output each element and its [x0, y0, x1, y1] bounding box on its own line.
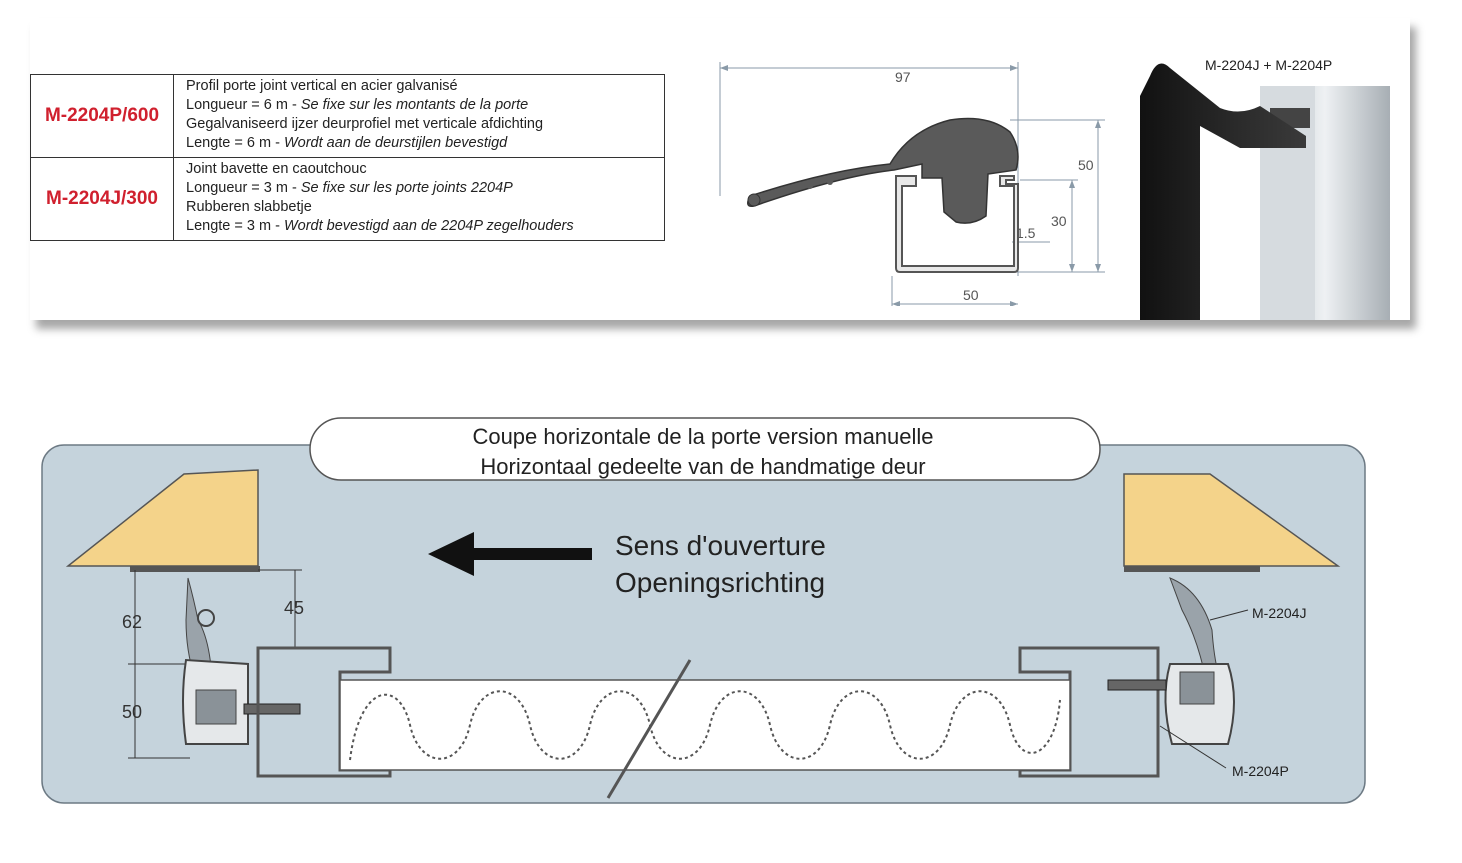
product-table: M-2204P/600 Profil porte joint vertical … — [30, 74, 665, 241]
dim-50-horizontal-label: 50 — [963, 287, 979, 303]
horizontal-section-diagram: Coupe horizontale de la porte version ma… — [41, 417, 1366, 804]
dim-97-label: 97 — [895, 69, 911, 85]
right-wall-plate — [1124, 566, 1260, 572]
nl-length: Lengte = 6 m - Wordt aan de deurstijlen … — [186, 134, 652, 153]
dim-62-label: 62 — [122, 612, 142, 632]
break-line — [606, 659, 692, 799]
product-description: Profil porte joint vertical en acier gal… — [173, 74, 665, 158]
fr-length: Longueur = 6 m - Se fixe sur les montant… — [186, 96, 652, 115]
direction-nl: Openingsrichting — [615, 567, 825, 598]
fr-length-value: Longueur = 3 m - — [186, 180, 301, 196]
arrow-left-icon — [428, 532, 592, 576]
title-box — [309, 417, 1101, 481]
fr-length: Longueur = 3 m - Se fixe sur les porte j… — [186, 179, 652, 198]
dim-50-label: 50 — [122, 702, 142, 722]
table-row: M-2204J/300 Joint bavette en caoutchouc … — [30, 157, 665, 241]
table-row: M-2204P/600 Profil porte joint vertical … — [30, 74, 665, 158]
fr-description: Profil porte joint vertical en acier gal… — [186, 78, 458, 94]
product-card: M-2204P/600 Profil porte joint vertical … — [30, 18, 1410, 320]
photo-label: M-2204J + M-2204P — [1205, 57, 1332, 73]
channel-profile — [895, 175, 1019, 273]
seal-label: M-2204J — [1252, 605, 1306, 621]
dim-50-vertical-label: 50 — [1078, 157, 1094, 173]
product-code: M-2204P/600 — [30, 74, 174, 158]
nl-length-value: Lengte = 3 m - — [186, 218, 284, 234]
seal-rib — [827, 179, 833, 185]
fr-description: Joint bavette en caoutchouc — [186, 161, 367, 177]
product-code: M-2204J/300 — [30, 157, 174, 241]
dim-45-label: 45 — [284, 598, 304, 618]
fr-length-note: Se fixe sur les montants de la porte — [300, 97, 529, 113]
door-curtain-area — [339, 679, 1071, 771]
rubber-seal-profile — [747, 117, 1019, 224]
nl-length-value: Lengte = 6 m - — [186, 135, 284, 151]
product-photo: M-2204J + M-2204P — [1140, 57, 1390, 320]
nl-description: Gegalvaniseerd ijzer deurprofiel met ver… — [186, 116, 544, 132]
product-description: Joint bavette en caoutchouc Longueur = 3… — [173, 157, 665, 241]
dim-1-5-label: 1.5 — [1016, 225, 1036, 241]
holder-label: M-2204P — [1232, 763, 1289, 779]
dim-30-label: 30 — [1051, 213, 1067, 229]
direction-fr: Sens d'ouverture — [615, 530, 826, 561]
curtain-wave — [349, 690, 1061, 761]
title-fr: Coupe horizontale de la porte version ma… — [472, 424, 933, 449]
profile-cross-section-drawing: 97 50 30 1.5 50 — [719, 62, 1105, 306]
seal-rib — [807, 183, 813, 189]
nl-length-note: Wordt aan de deurstijlen bevestigd — [283, 135, 508, 151]
rubber-seal-photo — [1140, 63, 1306, 320]
nl-description: Rubberen slabbetje — [186, 199, 312, 215]
left-wall-plate — [130, 566, 260, 572]
fr-length-note: Se fixe sur les porte joints 2204P — [300, 180, 513, 196]
right-wall — [1123, 473, 1341, 567]
nl-length-note: Wordt bevestigd aan de 2204P zegelhouder… — [283, 218, 574, 234]
right-screw — [1107, 679, 1167, 691]
left-screw — [243, 703, 301, 715]
fr-length-value: Longueur = 6 m - — [186, 97, 301, 113]
nl-length: Lengte = 3 m - Wordt bevestigd aan de 22… — [186, 217, 652, 236]
title-nl: Horizontaal gedeelte van de handmatige d… — [480, 454, 925, 479]
seal-bead — [747, 193, 761, 207]
